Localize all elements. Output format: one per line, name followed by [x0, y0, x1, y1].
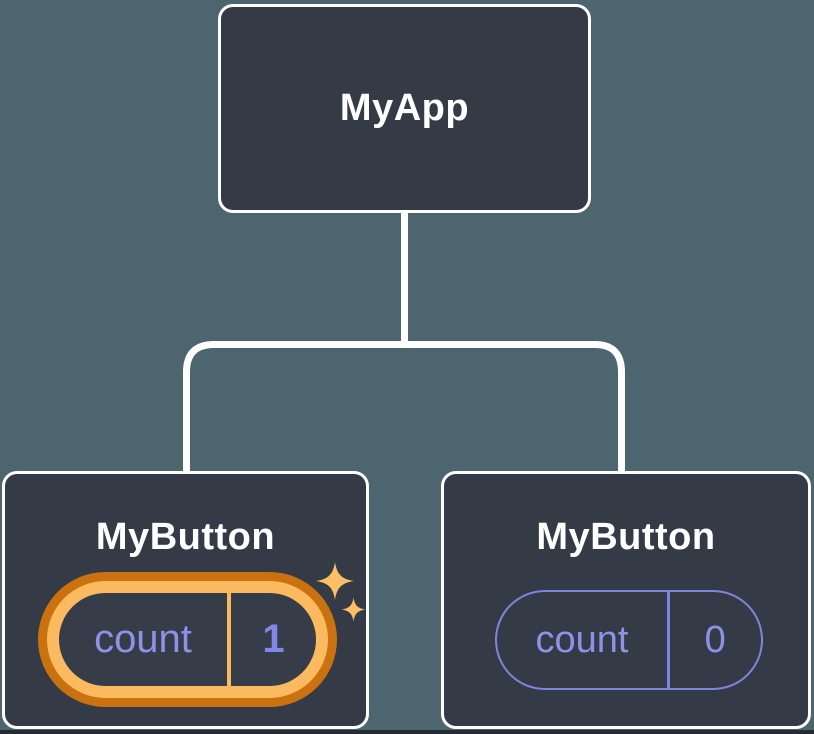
- state-pill-divider: [667, 592, 670, 688]
- state-key-label: count: [94, 617, 192, 661]
- component-name-child-left: MyButton: [95, 516, 276, 558]
- state-pill-core: count 1: [59, 593, 316, 686]
- state-value-label: 1: [262, 617, 285, 661]
- component-name-root: MyApp: [339, 87, 470, 129]
- sparkle-small-icon: [341, 597, 366, 622]
- state-pill-plain: count 0: [495, 590, 763, 690]
- connector-left-branch: [183, 341, 405, 474]
- connector-right-branch: [404, 341, 625, 474]
- component-node-child-right: [441, 471, 811, 729]
- sparkle-icon: [316, 562, 366, 622]
- state-pill-highlight-ring: count 1: [47, 581, 328, 698]
- state-pill-divider: [227, 593, 231, 686]
- sparkle-large-icon: [316, 562, 354, 600]
- state-key-label: count: [535, 618, 629, 661]
- component-name-child-right: MyButton: [536, 516, 716, 558]
- component-node-root: MyApp: [218, 4, 591, 213]
- state-value-label: 0: [704, 618, 726, 661]
- state-pill-highlighted: count 1: [38, 572, 337, 707]
